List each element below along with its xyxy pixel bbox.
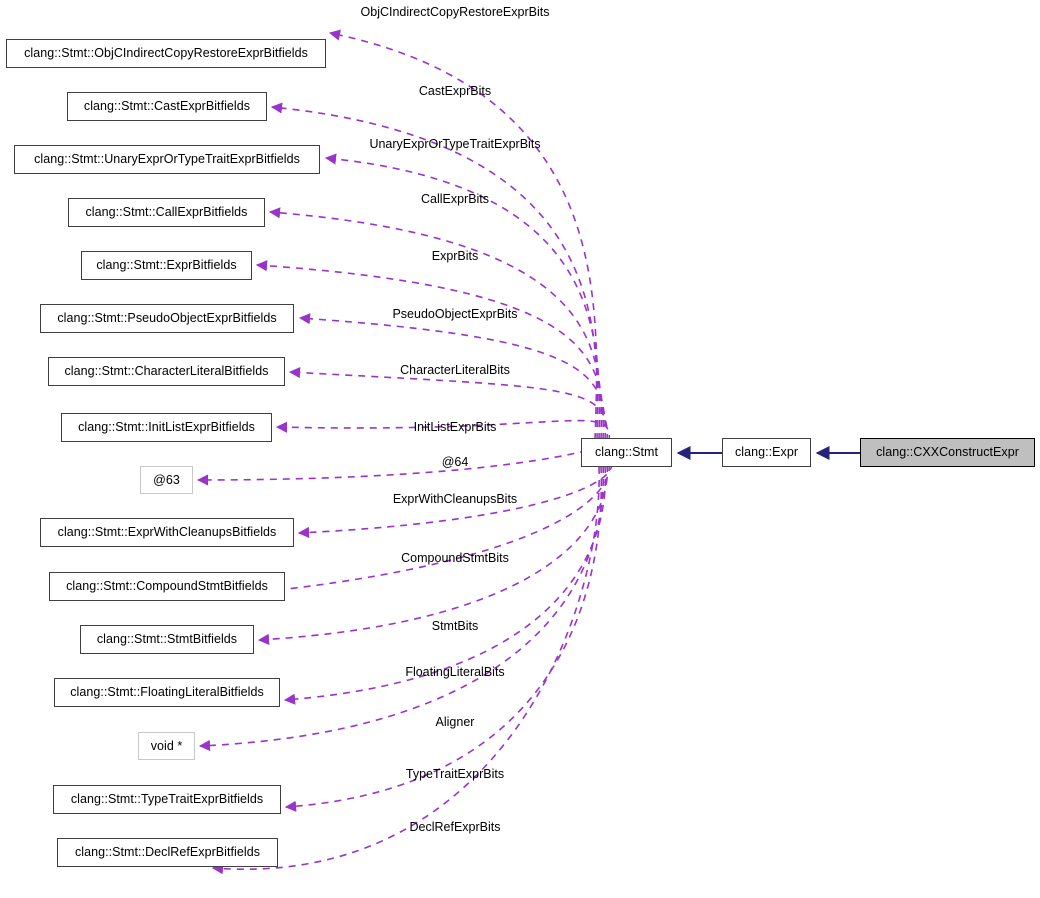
class-node-label: clang::Stmt::CallExprBitfields <box>85 205 248 220</box>
class-node-label: clang::Stmt::DeclRefExprBitfields <box>74 845 261 860</box>
edge-label: PseudoObjectExprBits <box>392 306 518 321</box>
class-node-label: clang::CXXConstructExpr <box>876 445 1019 460</box>
class-node-call_bf[interactable]: clang::Stmt::CallExprBitfields <box>68 198 265 227</box>
edge-label: ExprBits <box>431 248 479 263</box>
class-node-label: @63 <box>153 472 180 487</box>
class-node-label: clang::Stmt::CharacterLiteralBitfields <box>64 364 269 379</box>
edge-label: InitListExprBits <box>413 419 497 434</box>
edge-label: CharacterLiteralBits <box>400 362 510 377</box>
class-node-label: clang::Stmt::ExprBitfields <box>96 258 237 273</box>
association-edge <box>196 442 613 486</box>
class-node-charlit_bf[interactable]: clang::Stmt::CharacterLiteralBitfields <box>48 357 285 386</box>
association-edge <box>284 465 603 812</box>
class-node-label: void * <box>150 738 183 753</box>
class-node-label: clang::Stmt::StmtBitfields <box>96 632 238 647</box>
edge-label: ObjCIndirectCopyRestoreExprBits <box>360 4 550 19</box>
edge-label: CallExprBits <box>420 191 490 206</box>
edge-label: ExprWithCleanupsBits <box>392 491 518 506</box>
class-node-declref_bf[interactable]: clang::Stmt::DeclRefExprBitfields <box>57 838 278 867</box>
class-node-pseudo_bf[interactable]: clang::Stmt::PseudoObjectExprBitfields <box>40 304 294 333</box>
class-node-expr[interactable]: clang::Expr <box>722 438 811 467</box>
class-node-initlist_bf[interactable]: clang::Stmt::InitListExprBitfields <box>61 413 272 442</box>
class-node-label: clang::Stmt::ExprWithCleanupsBitfields <box>57 525 277 540</box>
class-node-expr_bf[interactable]: clang::Stmt::ExprBitfields <box>81 251 252 280</box>
association-edge <box>255 260 605 441</box>
edge-label: @64 <box>441 454 469 469</box>
edge-label: CompoundStmtBits <box>401 550 509 565</box>
class-node-anon63[interactable]: @63 <box>140 466 193 494</box>
class-node-stmt[interactable]: clang::Stmt <box>581 438 672 467</box>
class-node-label: clang::Stmt::InitListExprBitfields <box>78 420 255 435</box>
class-node-label: clang::Expr <box>734 445 799 460</box>
class-node-label: clang::Stmt::FloatingLiteralBitfields <box>70 685 264 700</box>
class-node-label: clang::Stmt::UnaryExprOrTypeTraitExprBit… <box>34 152 300 167</box>
edge-label: FloatingLiteralBits <box>405 664 505 679</box>
class-node-label: clang::Stmt <box>594 445 659 460</box>
edge-label: DeclRefExprBits <box>409 819 501 834</box>
edge-label: TypeTraitExprBits <box>405 766 505 781</box>
class-node-stmt_bf[interactable]: clang::Stmt::StmtBitfields <box>80 625 254 654</box>
class-node-unary_bf[interactable]: clang::Stmt::UnaryExprOrTypeTraitExprBit… <box>14 145 320 174</box>
edge-label: StmtBits <box>431 618 479 633</box>
association-edge <box>268 207 603 441</box>
class-node-label: clang::Stmt::PseudoObjectExprBitfields <box>57 311 277 326</box>
class-node-typetrait_bf[interactable]: clang::Stmt::TypeTraitExprBitfields <box>53 785 281 814</box>
edge-label: Aligner <box>435 714 475 729</box>
class-node-cast_bf[interactable]: clang::Stmt::CastExprBitfields <box>67 92 267 121</box>
class-node-compound_bf[interactable]: clang::Stmt::CompoundStmtBitfields <box>49 572 285 601</box>
class-node-label: clang::Stmt::ObjCIndirectCopyRestoreExpr… <box>24 46 308 61</box>
class-node-label: clang::Stmt::TypeTraitExprBitfields <box>70 792 264 807</box>
class-node-float_bf[interactable]: clang::Stmt::FloatingLiteralBitfields <box>54 678 280 707</box>
class-node-label: clang::Stmt::CastExprBitfields <box>83 99 251 114</box>
class-node-cxxconstruct[interactable]: clang::CXXConstructExpr <box>860 438 1035 467</box>
edge-label: CastExprBits <box>418 83 492 98</box>
class-node-label: clang::Stmt::CompoundStmtBitfields <box>66 579 268 594</box>
edge-label: UnaryExprOrTypeTraitExprBits <box>369 136 541 151</box>
class-node-ewc_bf[interactable]: clang::Stmt::ExprWithCleanupsBitfields <box>40 518 294 547</box>
class-node-voidptr[interactable]: void * <box>138 732 195 760</box>
class-node-objc_bf[interactable]: clang::Stmt::ObjCIndirectCopyRestoreExpr… <box>6 39 326 68</box>
association-edge <box>270 102 599 441</box>
